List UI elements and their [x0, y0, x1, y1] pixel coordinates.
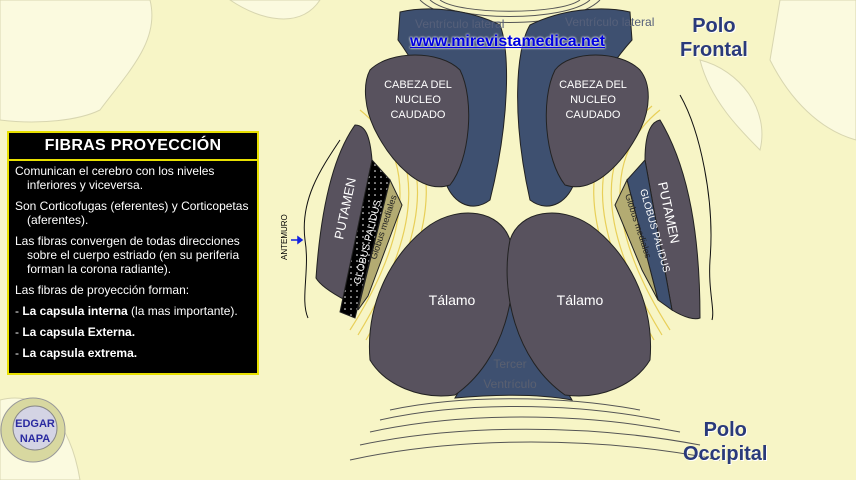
claustrum-right [679, 94, 714, 321]
frontal-pole-line1: Polo [692, 15, 736, 37]
claustrum-left [303, 139, 341, 319]
occipital-pole-line2: Occipital [683, 443, 768, 465]
caudate-right-label: CAUDADO [565, 109, 620, 121]
svg-text:EDGAR: EDGAR [15, 418, 55, 430]
caudate-head-right [545, 54, 649, 188]
globus-pallidus-left [339, 158, 391, 319]
svg-text:NAPA: NAPA [20, 433, 50, 445]
panel-list-item: - La capsula interna (la mas importante)… [15, 304, 238, 318]
panel-paragraph: Comunican el cerebro con los niveles inf… [15, 164, 215, 192]
caudate-left-label: CABEZA DEL [384, 79, 452, 91]
third-ventricle-label: Ventrículo [483, 377, 537, 391]
globus-medial-left [357, 178, 403, 311]
panel-paragraph: Las fibras convergen de todas direccione… [15, 234, 240, 276]
thalamus-left [368, 212, 514, 397]
edgar-napa-logo: EDGAR NAPA [0, 397, 66, 463]
putamen-left [315, 124, 373, 301]
occipital-pole-line1: Polo [703, 419, 747, 441]
item-bold: La capsula extrema. [22, 346, 138, 360]
ventricle-left-label: Ventrículo lateral [415, 17, 504, 31]
panel-paragraph: Son Corticofugas (eferentes) y Corticope… [15, 199, 249, 227]
thalamus-right [506, 212, 652, 397]
putamen-right [644, 119, 701, 320]
occipital-pole-label: Polo Occipital [683, 418, 767, 466]
item-rest: (la mas importante). [127, 304, 238, 318]
projection-fibers-panel: FIBRAS PROYECCIÓN Comunican el cerebro c… [7, 131, 259, 375]
antemuro-label: ANTEMURO [280, 214, 289, 260]
third-ventricle-label: Tercer [493, 357, 526, 371]
ventricle-right-label: Ventrículo lateral [565, 15, 654, 29]
item-bold: La capsula Externa. [22, 325, 136, 339]
website-watermark[interactable]: www.mirevistamedica.net [410, 33, 606, 50]
frontal-pole-line2: Frontal [680, 39, 748, 61]
panel-list-item: - La capsula extrema. [15, 346, 138, 360]
antemuro-arrow [291, 235, 304, 245]
caudate-right-label: NUCLEO [570, 94, 616, 106]
thalamus-right-label: Tálamo [557, 292, 604, 308]
caudate-left-label: NUCLEO [395, 94, 441, 106]
panel-list-item: - La capsula Externa. [15, 325, 136, 339]
caudate-right-label: CABEZA DEL [559, 79, 627, 91]
panel-title: FIBRAS PROYECCIÓN [9, 133, 257, 161]
caudate-left-label: CAUDADO [390, 109, 445, 121]
panel-paragraph: Las fibras de proyección forman: [15, 283, 190, 297]
thalamus-left-label: Tálamo [429, 292, 476, 308]
caudate-head-left [365, 54, 470, 188]
item-bold: La capsula interna [22, 304, 128, 318]
globus-medial-right [614, 178, 659, 301]
frontal-pole-label: Polo Frontal [680, 14, 748, 62]
